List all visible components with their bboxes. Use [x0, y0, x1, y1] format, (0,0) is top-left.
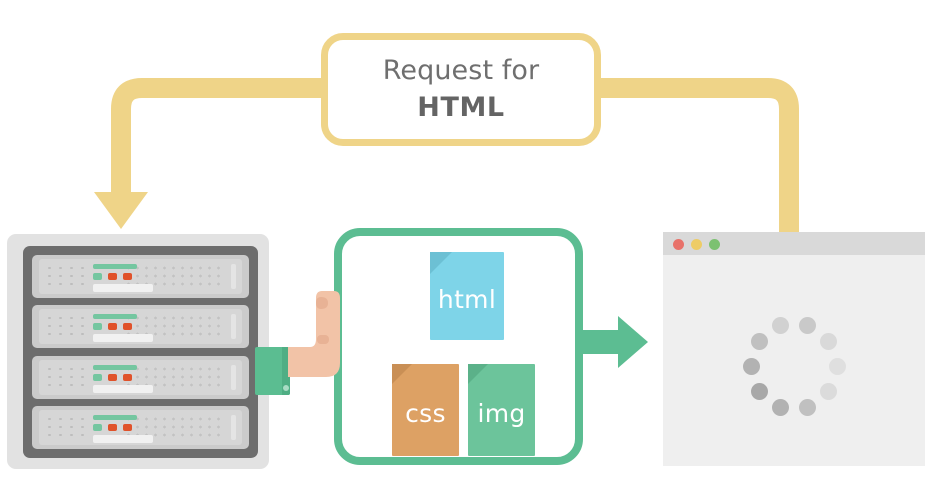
spinner-dot [772, 398, 790, 416]
unit-right-edge [231, 414, 236, 440]
drive-slot [93, 334, 153, 343]
response-flow-arrow [578, 316, 648, 368]
status-bar [93, 414, 137, 420]
css-file-icon: css [392, 364, 459, 456]
status-bar [93, 314, 137, 320]
spinner-dot [828, 358, 846, 375]
unit-right-edge [231, 364, 236, 390]
status-led-green [93, 423, 102, 431]
spinner-dot [820, 332, 838, 350]
status-led-green [93, 273, 102, 280]
vent-grid-left [44, 364, 88, 391]
website-files-panel: html css img [334, 228, 583, 465]
html-file-label: html [437, 284, 497, 314]
status-led-red-1 [108, 323, 117, 331]
server-unit-face [39, 359, 242, 395]
sleeve-button [283, 385, 289, 391]
spinner-dot [820, 383, 838, 401]
status-bar [93, 364, 137, 370]
server-unit-2 [32, 305, 249, 349]
drive-slot [93, 384, 153, 393]
server-rack [7, 234, 269, 469]
request-label-line2: HTML [417, 91, 505, 123]
status-led-red-2 [123, 323, 132, 331]
browser-window [663, 232, 925, 466]
html-file-icon: html [430, 252, 504, 340]
request-for-html-box: Request for HTML [321, 33, 601, 146]
server-unit-1 [32, 255, 249, 298]
server-unit-4 [32, 405, 249, 449]
server-unit-face [39, 259, 242, 294]
browser-viewport [663, 255, 925, 466]
sleeve-shade [282, 347, 290, 395]
server-rack-body [23, 246, 258, 458]
drive-slot [93, 284, 153, 292]
loading-spinner [742, 315, 846, 419]
unit-right-edge [231, 314, 236, 340]
maximize-button-icon[interactable] [709, 239, 720, 250]
request-label-line1: Request for [382, 54, 540, 86]
server-unit-face [39, 409, 242, 445]
spinner-dot [742, 358, 760, 375]
file-fold-corner [468, 364, 488, 384]
css-file-label: css [405, 398, 446, 428]
status-led-red-1 [108, 273, 117, 280]
file-fold-corner [430, 252, 452, 274]
spinner-dot [798, 398, 816, 416]
close-button-icon[interactable] [673, 239, 684, 250]
drive-slot [93, 434, 153, 443]
status-led-red-2 [123, 423, 132, 431]
vent-grid-left [44, 414, 88, 441]
hand-icon [288, 291, 340, 377]
server-unit-3 [32, 355, 249, 399]
minimize-button-icon[interactable] [691, 239, 702, 250]
unit-right-edge [231, 264, 236, 289]
status-led-green [93, 373, 102, 381]
server-unit-face [39, 309, 242, 345]
status-led-red-1 [108, 423, 117, 431]
file-fold-corner [392, 364, 412, 384]
spinner-dot [798, 317, 816, 335]
img-file-label: img [477, 398, 526, 428]
img-file-icon: img [468, 364, 535, 456]
status-led-red-2 [123, 373, 132, 381]
vent-grid-left [44, 264, 88, 290]
spinner-dot [750, 383, 768, 401]
status-led-green [93, 323, 102, 331]
status-led-red-1 [108, 373, 117, 381]
status-bar [93, 264, 137, 269]
spinner-dot [750, 332, 768, 350]
vent-grid-left [44, 314, 88, 341]
spinner-dot [772, 317, 790, 335]
status-led-red-2 [123, 273, 132, 280]
browser-titlebar [663, 232, 925, 255]
